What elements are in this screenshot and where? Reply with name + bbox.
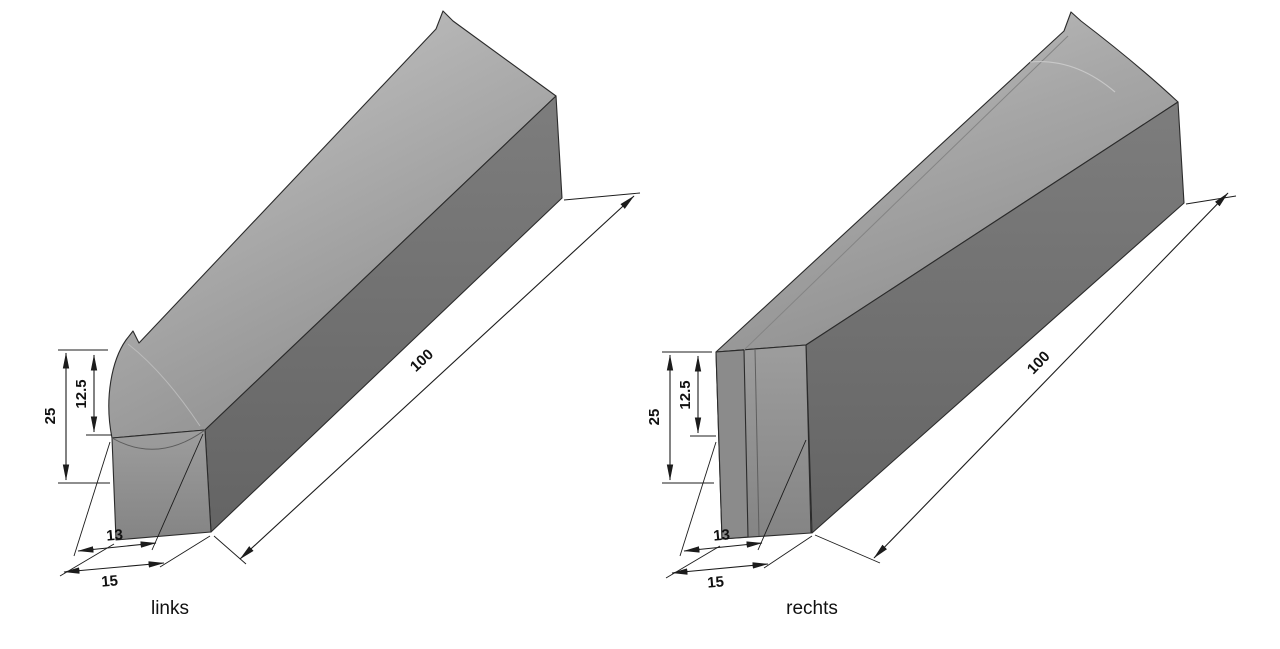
curb-rechts-top-face — [715, 11, 1179, 353]
curb-links-highlight-detail — [127, 343, 201, 427]
figure-label-rechts: rechts — [786, 598, 838, 619]
dim-line-length — [873, 192, 1229, 559]
extension-line — [679, 441, 717, 557]
dim-links-widths: 13 15 — [59, 433, 211, 591]
dim-rechts-heights: 25 12.5 — [646, 351, 716, 484]
curb-links-curve-detail — [111, 429, 206, 450]
dim-label-height: 25 — [42, 408, 59, 425]
curb-rechts-profile-crease — [754, 348, 760, 537]
dim-links-heights: 25 12.5 — [42, 349, 112, 484]
dim-line-top-width — [683, 541, 763, 553]
extension-line — [159, 535, 211, 568]
extension-line — [151, 433, 204, 551]
curb-rechts-curve-detail — [1029, 60, 1116, 93]
curb-rechts-front-batter-strip — [715, 349, 749, 540]
extension-line — [757, 439, 807, 551]
dim-label-base-width: 15 — [707, 573, 725, 591]
extension-line — [213, 535, 247, 565]
dim-label-top-width: 13 — [713, 526, 731, 544]
extension-line — [763, 535, 813, 569]
dim-label-height: 25 — [646, 409, 663, 426]
extension-line — [1185, 195, 1237, 205]
dim-label-base-width: 15 — [101, 572, 119, 590]
extension-line — [73, 441, 111, 557]
dim-label-length: 100 — [407, 346, 437, 375]
dim-line-length — [239, 195, 635, 560]
dim-line-top-width — [77, 541, 157, 553]
figure-links: 25 12.5 13 15 100 links — [42, 10, 641, 619]
dim-line-base-width — [671, 562, 769, 575]
figure-label-links: links — [151, 598, 189, 619]
dim-label-top-width: 13 — [106, 526, 124, 544]
curb-stone-rechts — [715, 11, 1185, 540]
curb-links-front-face — [111, 429, 212, 541]
dim-label-upper-height: 12.5 — [73, 379, 90, 408]
dim-label-length: 100 — [1024, 348, 1054, 378]
extension-line — [563, 192, 641, 201]
extension-line — [814, 534, 881, 564]
curb-stone-links — [108, 10, 563, 541]
dim-line-base-width — [63, 561, 165, 574]
dim-rechts-widths: 13 15 — [665, 439, 813, 592]
dim-label-upper-height: 12.5 — [677, 380, 694, 409]
figure-rechts: 25 12.5 13 15 100 rechts — [646, 11, 1237, 619]
